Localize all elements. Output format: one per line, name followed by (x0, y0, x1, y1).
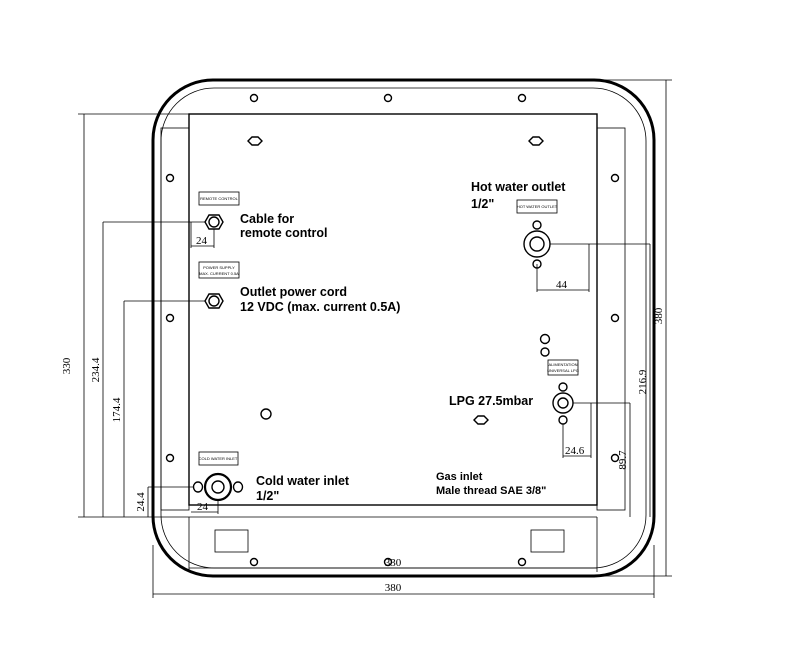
dim-cold-height: 24.4 (135, 492, 147, 512)
mounting-hole (383, 93, 393, 103)
inner-frame-edge (160, 87, 647, 569)
label-hot-line1: Hot water outlet (471, 180, 566, 194)
remote-tag (198, 191, 240, 206)
label-gas-line1: Gas inlet (436, 471, 483, 483)
lpg-tag (547, 359, 579, 376)
power-tag-text-b: MAX. CURRENT 0.5A (199, 271, 239, 276)
lpg-connector (552, 382, 574, 425)
mounting-hole (610, 313, 620, 323)
dim-overall-height: 330 (61, 357, 73, 374)
dim-cold-offset: 24 (197, 501, 209, 513)
bolt-round (260, 408, 272, 420)
mounting-hole (249, 557, 259, 567)
mounting-hole (610, 173, 620, 183)
remote-tag-text: REMOTE CONTROL (200, 196, 239, 201)
hot-tag (516, 199, 558, 214)
dimension-lines (78, 79, 672, 598)
dim-frame-height: 380 (653, 307, 665, 324)
label-cable-line2: remote control (240, 226, 328, 240)
dim-lpg-height: 89.7 (617, 450, 629, 470)
dim-inner-width: 330 (385, 557, 402, 569)
hex-bolt (247, 136, 263, 146)
right-flange (596, 127, 626, 511)
dim-outer-width: 380 (385, 582, 402, 594)
hex-bolts (247, 136, 551, 425)
lpg-tag-text-a: ALIMENTATION (549, 362, 578, 367)
label-hot-line2: 1/2" (471, 197, 494, 211)
hex-bolt (528, 136, 544, 146)
outer-frame (151, 78, 656, 578)
bolt-round (540, 347, 550, 357)
hex-bolt (473, 415, 489, 425)
dim-hot-offset: 44 (556, 279, 568, 291)
left-flange (160, 127, 190, 511)
cold-water-connector (192, 472, 244, 502)
hot-tag-text: HOT WATER OUTLET (517, 204, 558, 209)
label-lpg: LPG 27.5mbar (449, 394, 533, 408)
remote-connector (204, 214, 224, 230)
label-cold-line2: 1/2" (256, 489, 279, 503)
dim-hot-height: 216.9 (637, 369, 649, 394)
mounting-hole (517, 557, 527, 567)
dim-power-height: 174.4 (111, 397, 123, 422)
label-gas-line2: Male thread SAE 3/8" (436, 485, 546, 497)
mounting-hole (383, 557, 393, 567)
power-tag-text-a: POWER SUPPLY (203, 265, 235, 270)
dim-remote-height: 234.4 (90, 357, 102, 382)
dim-lpg-offset: 24.6 (565, 445, 585, 457)
power-connector (204, 293, 224, 309)
right-foot (530, 529, 565, 553)
left-foot (214, 529, 249, 553)
mounting-hole (249, 93, 259, 103)
label-power-line2: 12 VDC (max. current 0.5A) (240, 300, 400, 314)
mounting-hole (610, 453, 620, 463)
hot-water-connector (523, 220, 551, 269)
label-cable-line1: Cable for (240, 212, 294, 226)
cold-tag (198, 451, 239, 466)
label-cold-line1: Cold water inlet (256, 474, 350, 488)
dim-remote-offset: 24 (196, 235, 208, 247)
mounting-holes (165, 93, 620, 567)
mounting-hole (165, 173, 175, 183)
mounting-hole (165, 313, 175, 323)
label-power-line1: Outlet power cord (240, 285, 347, 299)
lpg-tag-text-b: UNIVERSAL LPG (547, 368, 579, 373)
power-tag (198, 261, 240, 279)
bolt-round (539, 333, 551, 345)
cold-tag-text: COLD WATER INLET (199, 456, 238, 461)
mounting-hole (165, 453, 175, 463)
mounting-hole (517, 93, 527, 103)
